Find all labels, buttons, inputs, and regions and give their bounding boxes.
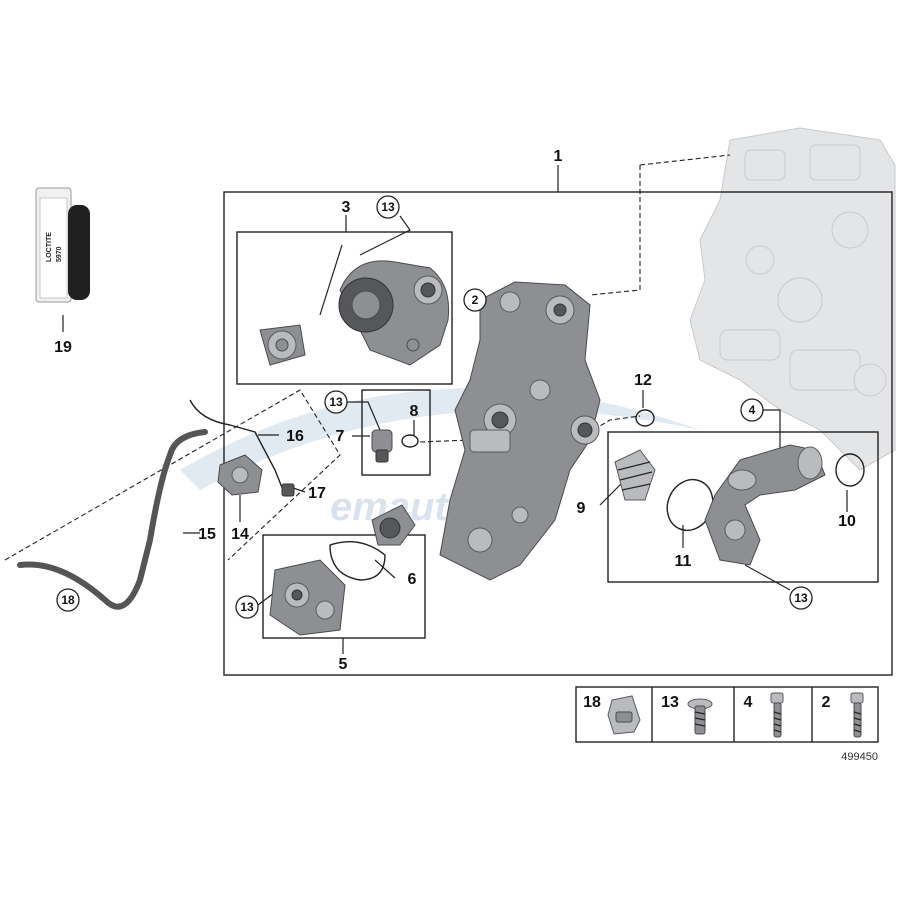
legend-label-1: 13 <box>661 694 679 711</box>
callout-19: 19 <box>54 339 72 356</box>
assembly-frame-7 <box>361 389 431 476</box>
assembly-frame-4 <box>607 431 879 583</box>
assembly-frame-5 <box>262 534 426 639</box>
seal-ring-10 <box>835 453 865 487</box>
callout-11: 11 <box>675 553 692 570</box>
callout-9: 9 <box>577 500 586 517</box>
callout-15: 15 <box>198 526 216 543</box>
callout-3: 3 <box>342 199 351 216</box>
callout-labels: 1 3 12 8 7 16 17 14 15 9 11 10 6 5 19 <box>54 148 856 673</box>
callout-18: 18 <box>56 588 80 612</box>
callout-13-pipe: 13 <box>789 586 813 610</box>
callout-8: 8 <box>410 403 419 420</box>
engine-block-ghost <box>689 127 896 471</box>
fastener-legend: 18 13 4 2 499450 <box>575 686 879 763</box>
seal-ring-12 <box>635 409 655 427</box>
water-pump <box>259 244 450 366</box>
callout-2: 2 <box>463 288 487 312</box>
thermostat-6 <box>329 504 416 581</box>
sealant-tube-19: LOCTITE 5970 <box>35 187 90 303</box>
callout-12: 12 <box>634 372 652 389</box>
legend-label-0: 18 <box>583 694 601 711</box>
circled-callouts: 13 2 4 13 13 13 18 <box>56 195 813 619</box>
thermostat-9 <box>614 449 656 501</box>
svg-text:13: 13 <box>240 600 254 614</box>
assembly-frame-3 <box>236 231 453 385</box>
bracket-housing <box>439 281 601 581</box>
legend-frame <box>575 686 879 743</box>
holder-14 <box>217 454 263 496</box>
tube-label-line1: LOCTITE <box>46 232 53 262</box>
connector-17 <box>281 483 295 497</box>
diagram-reference-number: 499450 <box>841 751 878 763</box>
svg-text:4: 4 <box>749 403 756 417</box>
callout-17: 17 <box>308 485 326 502</box>
callout-4: 4 <box>740 398 764 422</box>
svg-text:2: 2 <box>472 293 479 307</box>
thermostat-housing-5 <box>269 559 346 636</box>
callout-14: 14 <box>231 526 249 543</box>
legend-label-3: 2 <box>822 694 831 711</box>
coolant-pipe-4 <box>704 444 826 566</box>
callout-5: 5 <box>339 656 348 673</box>
bolt-2-icon <box>850 692 864 738</box>
screw-13-icon <box>687 698 713 735</box>
leader-lines <box>62 165 848 654</box>
callout-13-housing: 13 <box>235 595 259 619</box>
tube-label-line2: 5970 <box>56 246 63 262</box>
callout-10: 10 <box>838 513 856 530</box>
wire-harness-16 <box>189 399 286 496</box>
svg-text:13: 13 <box>329 395 343 409</box>
svg-text:18: 18 <box>61 593 75 607</box>
callout-1: 1 <box>554 148 563 165</box>
clip-nut-icon <box>607 695 641 735</box>
svg-text:13: 13 <box>381 200 395 214</box>
vent-hose-15 <box>17 429 208 610</box>
callout-7: 7 <box>336 428 345 445</box>
callout-6: 6 <box>408 571 417 588</box>
bolt-4-icon <box>770 692 784 738</box>
temperature-sensor <box>371 429 419 463</box>
callout-13-sensor: 13 <box>324 390 348 414</box>
callout-16: 16 <box>286 428 304 445</box>
svg-text:13: 13 <box>794 591 808 605</box>
legend-label-2: 4 <box>744 694 753 711</box>
callout-13-top: 13 <box>376 195 400 219</box>
